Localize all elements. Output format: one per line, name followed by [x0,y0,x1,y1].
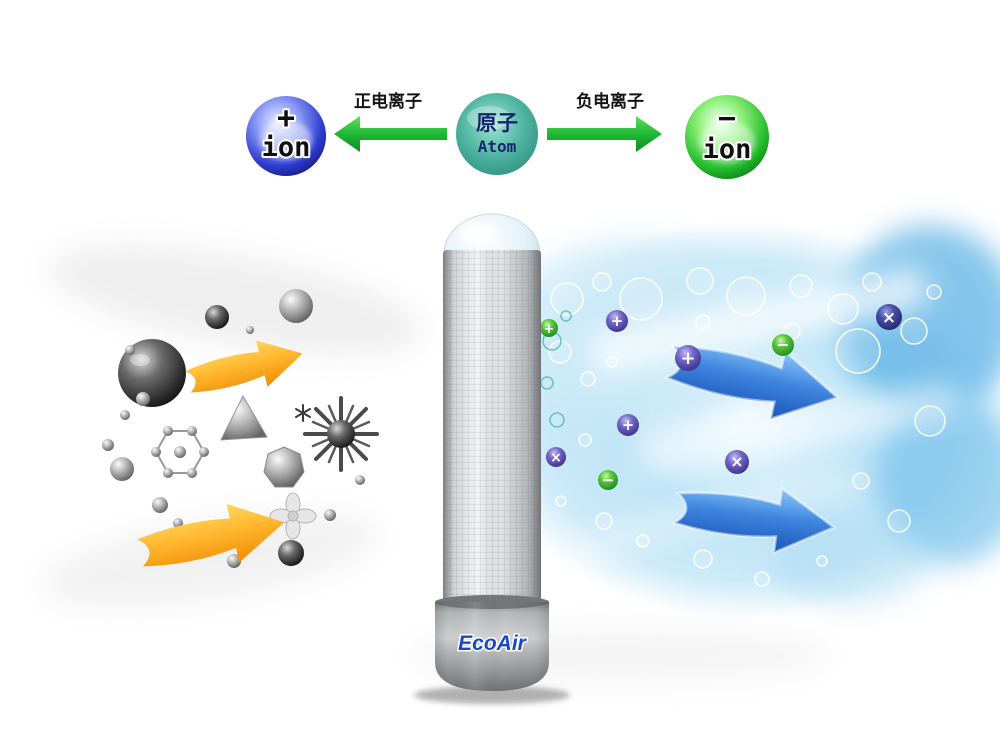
positive-ion-text: ion [262,132,311,163]
negative-ion-sphere: − ion [685,95,769,179]
ion-badge: − [598,470,618,490]
ion-badge: + [675,345,701,371]
svg-text:−: − [602,471,615,489]
svg-text:−: − [776,335,789,354]
ion-badge: × [725,450,749,474]
ion-badge: × [546,447,566,467]
device-logo: EcoAir [458,632,528,655]
positive-ion-sphere: + ion [246,96,326,176]
ion-badge: + [606,310,628,332]
virus-particle [303,396,379,472]
clean-air-side: + + + − + × − × [540,304,902,561]
ionization-diagram: + ion 正电离子 原子 Atom 负电离子 − ion [246,91,769,179]
device-base: EcoAir [435,595,549,691]
flower-particle [269,492,317,540]
device-body [443,250,541,603]
asterisk-particle [295,404,311,422]
heptagon-particle [263,446,305,488]
positive-ion-arrow [334,116,447,152]
positive-ion-arrow-label: 正电离子 [354,91,422,112]
svg-text:×: × [730,452,743,471]
atom-label-zh: 原子 [476,111,518,135]
negative-ion-arrow-label: 负电离子 [576,91,644,112]
bubbles [548,267,946,587]
svg-text:×: × [550,450,562,466]
ion-badge: + [617,414,639,436]
ion-badge: − [772,334,794,356]
svg-text:+: + [544,322,555,337]
molecule-particle [151,426,209,478]
dirty-air-side [102,289,379,583]
negative-ion-arrow [547,116,662,152]
ion-badge: × [876,304,902,330]
device-shadow [414,686,570,704]
svg-text:+: + [622,416,635,434]
svg-text:+: + [611,312,624,330]
atom-label-en: Atom [478,137,517,156]
negative-ion-sign-text: − [718,101,736,136]
positive-ion-sign-text: + [277,101,295,136]
negative-ion-text: ion [703,134,752,165]
ionizer-device: EcoAir [414,213,570,704]
crystal-particle [220,394,268,441]
atom-sphere: 原子 Atom [456,93,538,175]
svg-text:+: + [680,348,695,369]
ion-badge: + [540,319,558,337]
svg-text:×: × [882,308,896,328]
